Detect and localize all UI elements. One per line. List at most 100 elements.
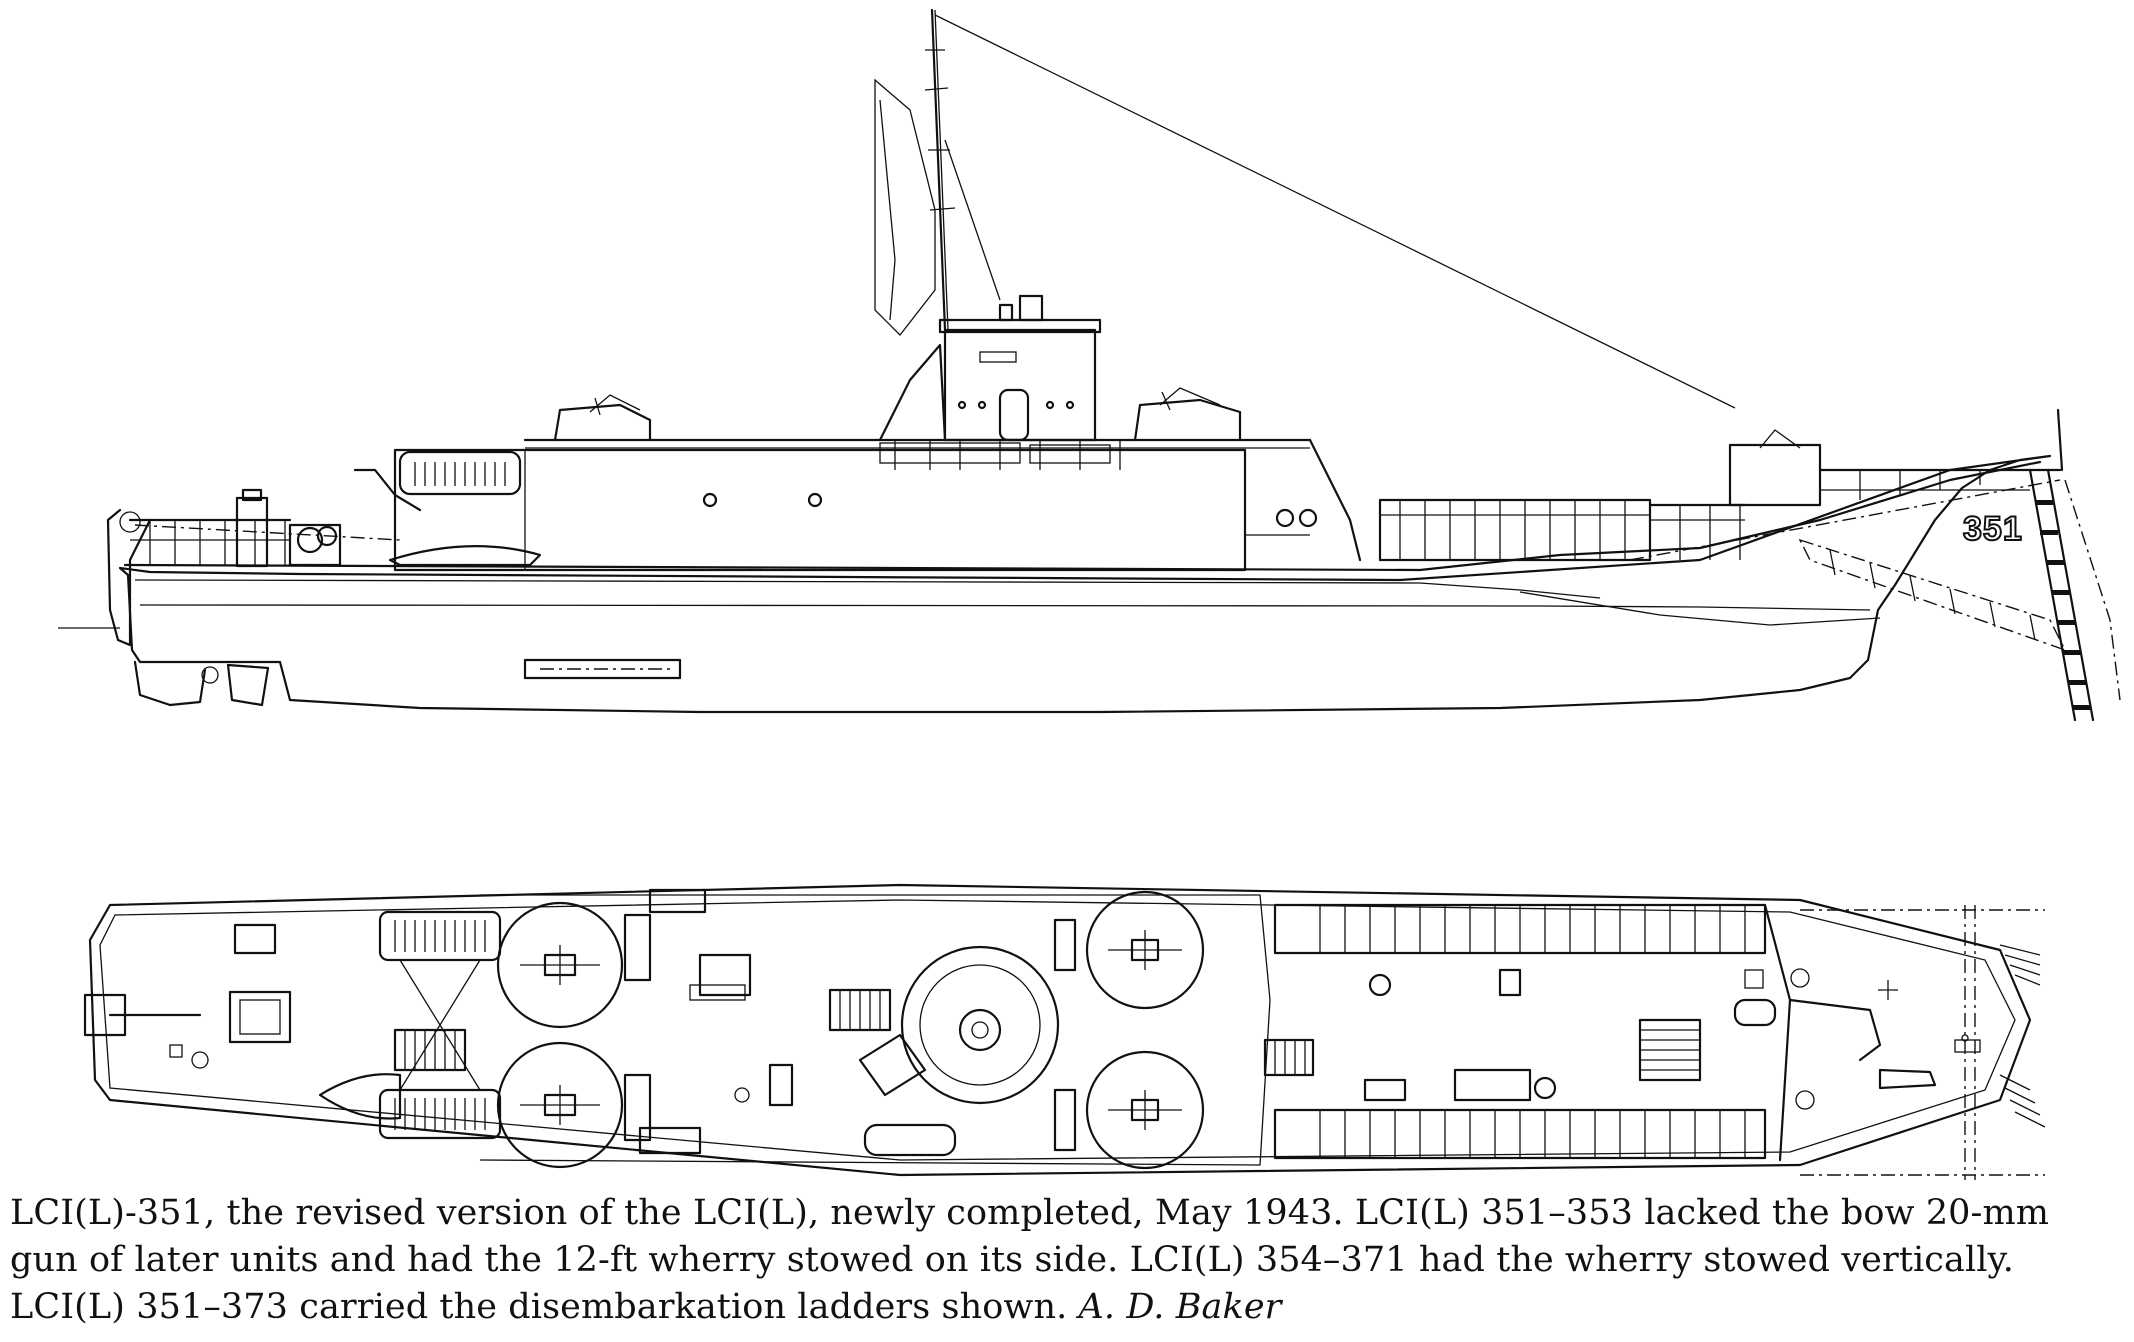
bow-swing-ladder-lower	[1999, 1074, 2046, 1128]
fwd-stair-plan	[1263, 1038, 1315, 1077]
vent-plan	[768, 1063, 794, 1107]
mast-flag	[874, 78, 936, 336]
mast-base-house	[1018, 294, 1044, 322]
fwd-stair-treads	[1274, 1040, 1306, 1075]
stern-rail-posts	[149, 520, 286, 565]
conning-hatch	[958, 1008, 1002, 1052]
bench-plan	[689, 984, 746, 1001]
pilothouse-door	[998, 388, 1030, 442]
fwd-gun	[1159, 387, 1221, 411]
caption-credit: A. D. Baker	[1078, 1287, 1282, 1327]
fitting-plan	[1363, 1078, 1407, 1102]
signal-light	[998, 303, 1014, 322]
bow-swing-ladder-upper	[1999, 944, 2041, 986]
bow-cross-mark	[1878, 980, 1898, 1000]
hatch-plan	[698, 953, 752, 997]
fitting-plan	[1498, 968, 1522, 997]
troop-ladder-rack	[1378, 498, 1652, 562]
bow-ladder-swing-arc	[2064, 479, 2121, 701]
bow-ramp-ladder	[1798, 538, 2067, 652]
stair-plan-aft	[393, 1028, 467, 1072]
forestay	[934, 14, 1736, 409]
profile-view	[58, 8, 2121, 722]
stern-bollard	[191, 1051, 209, 1069]
mast-edge	[934, 9, 949, 331]
hull-strake-lower	[139, 604, 1871, 611]
davit-cradle-plan	[863, 1123, 957, 1157]
porthole	[807, 492, 823, 508]
mast	[930, 8, 947, 332]
hull-number: 351	[1962, 509, 2023, 549]
hull-strake-upper	[134, 579, 1601, 599]
locker	[1053, 1088, 1077, 1152]
ladder-rack-stbd	[1273, 1108, 1767, 1160]
stern-skeg	[133, 660, 207, 707]
hull-outline	[118, 454, 2052, 714]
stowed-ladder	[2028, 468, 2095, 722]
porthole	[702, 492, 718, 508]
ladder-rack-port	[1273, 903, 1767, 955]
bow-fitting	[1733, 998, 1777, 1027]
ready-box	[648, 888, 707, 914]
hull-side-fitting	[523, 658, 682, 680]
bridge-screen	[879, 442, 1021, 464]
stern-ventilator-cap	[241, 488, 263, 502]
stern-anchor-ring	[119, 511, 141, 533]
stern-davit	[353, 468, 422, 512]
deck-edge-line	[123, 460, 2042, 572]
ready-box	[638, 1126, 702, 1155]
ramp-cable	[1629, 479, 2061, 561]
bridge-ladder-angled	[858, 1033, 927, 1097]
stern-winch-drum	[296, 526, 324, 554]
bridge-ladder-treads	[839, 990, 881, 1030]
stern-fitting	[169, 1044, 183, 1058]
bow-fitting-small	[1954, 1039, 1981, 1053]
backstay	[944, 139, 1001, 301]
aft-gun	[589, 394, 641, 416]
plan-deck-edge	[99, 899, 2016, 1161]
mast-yards	[924, 49, 956, 211]
bridge-slope	[878, 343, 947, 442]
stern-winch-housing	[288, 523, 342, 567]
liferaft-plan-upper	[378, 910, 502, 962]
fwd-rail-posts	[1679, 505, 1741, 560]
jack-staff	[2056, 408, 2064, 472]
lifebuoy	[1275, 508, 1295, 528]
liferaft-plan-lower	[378, 1088, 502, 1140]
bow-gun-tub	[1728, 443, 1822, 507]
locker	[623, 913, 652, 982]
mast-flag-fold	[879, 99, 896, 321]
caption-text: LCI(L)-351, the revised version of the L…	[10, 1193, 2050, 1327]
troop-ladder-rungs	[1380, 500, 1650, 560]
stern-anchor-cable	[134, 524, 401, 541]
stair-plan-aft-treads	[404, 1030, 456, 1070]
davit-plan	[399, 959, 481, 1091]
gun-tub-aft-stbd	[496, 1041, 624, 1169]
deckhouse-plan-outline	[479, 894, 1271, 1166]
hatch-round	[1368, 973, 1392, 997]
plan-view	[83, 883, 2046, 1180]
conning-tower	[900, 945, 1060, 1105]
figure-caption: LCI(L)-351, the revised version of the L…	[10, 1190, 2128, 1331]
bow-ramp-plan	[1763, 903, 1882, 1162]
hull-strake-mid	[1519, 591, 1881, 626]
stern-ventilator-plan	[233, 923, 277, 955]
propeller	[201, 666, 219, 684]
bow-gun-plan	[1878, 1068, 1937, 1090]
bow-bollard	[1790, 968, 1810, 988]
bow-stair-treads	[1640, 1029, 1700, 1071]
pilothouse-plate	[979, 351, 1017, 363]
gun-tub-fwd-port	[1085, 890, 1205, 1010]
bollard-plan	[734, 1087, 750, 1103]
gun-tub-fwd-stbd	[1085, 1050, 1205, 1170]
gun-tub-aft-port	[496, 901, 624, 1029]
fitting-plan	[1744, 969, 1764, 989]
wherry-plan	[318, 1073, 402, 1120]
stern-ventilator	[235, 496, 269, 568]
winch-plan	[1453, 1068, 1532, 1102]
locker	[623, 1073, 652, 1142]
pilothouse-ports	[957, 400, 1075, 410]
liferaft-slats	[414, 462, 506, 486]
liferaft	[398, 450, 522, 496]
